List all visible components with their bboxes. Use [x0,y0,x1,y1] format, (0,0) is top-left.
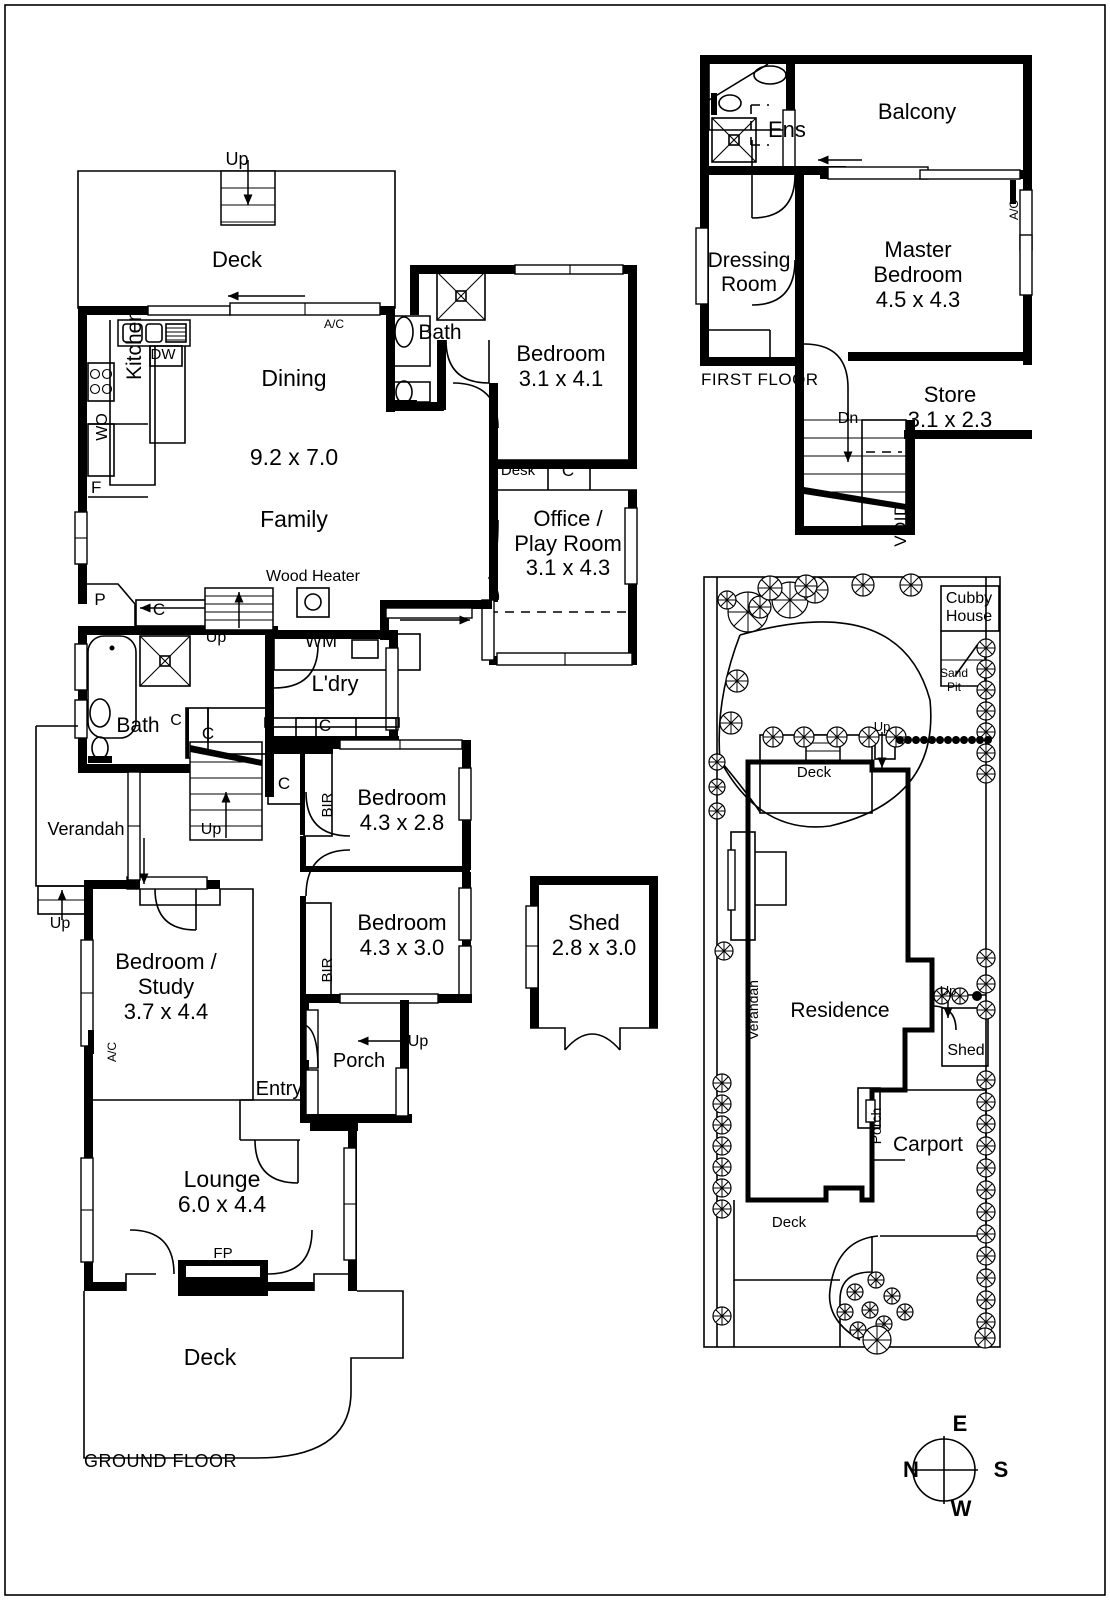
ground-up-stairs-1-label: Up [205,629,227,646]
ground-dining-label: Dining [261,365,327,391]
first-store-dims-label: 3.1 x 2.3 [907,407,993,432]
compass-n-label: N [903,1457,919,1482]
ground-shed-dims-label: 2.8 x 3.0 [551,935,637,960]
first-store-label: Store [923,382,977,407]
ground-study-label: Bedroom / [115,949,217,974]
site-sand-label: Sand [939,666,969,680]
ground-office-dims-label: 3.1 x 4.3 [525,555,611,580]
site-cubby-label: Cubby [945,590,993,607]
first-ac-master-label: A/C [1007,199,1021,221]
ground-fp-label: FP [213,1245,233,1262]
ground-closet-hall-label: C [152,600,166,619]
ground-wo-label: WO [94,413,111,441]
ground-bir-1-label: BIR [319,792,336,818]
site-verandah-label: Verandah [745,980,761,1040]
site-sand-line2-label: Pit [946,680,962,694]
ground-wood-heater-label: Wood Heater [266,568,360,585]
ground-floor-caption: GROUND FLOOR [84,1451,238,1471]
ground-study-line2-label: Study [137,974,195,999]
ground-playroom-label: Play Room [514,531,622,556]
ground-f-label: F [91,478,102,497]
first-floor-caption: FIRST FLOOR [701,370,819,389]
ground-deck-top-label: Deck [211,247,263,272]
site-residence-label: Residence [790,999,890,1022]
ground-closet-3-label: C [318,716,332,735]
ground-family-label: Family [260,506,328,532]
ground-ldry-label: L'dry [311,671,359,696]
ground-lounge-dims-label: 6.0 x 4.4 [177,1191,267,1217]
ground-up-verandah-label: Up [49,915,71,932]
ground-study-dims-label: 3.7 x 4.4 [123,999,209,1024]
site-up-shed-label: Up [939,983,957,998]
ground-up-deck-label: Up [225,149,249,169]
ground-bedroom-2-label: Bedroom [357,785,447,810]
site-porch-label: Porch [868,1107,884,1145]
compass-s-label: S [993,1457,1009,1482]
ground-ac-study-label: A/C [105,1041,119,1063]
compass-w-label: W [950,1496,972,1521]
site-deck-bottom-label: Deck [771,1214,807,1231]
ground-deck-bottom-label: Deck [183,1344,237,1370]
ground-wm-label: WM [305,631,337,651]
ground-closet-desk-label: C [561,461,575,480]
ground-bedroom-3-label: Bedroom [357,910,447,935]
ground-bath-lower-label: Bath [116,714,160,737]
ground-lounge-label: Lounge [183,1166,261,1192]
ground-verandah-label: Verandah [47,819,125,839]
ground-dw-label: DW [150,346,176,363]
ground-bedroom-1-label: Bedroom [516,341,606,366]
ground-closet-1-label: C [170,712,182,729]
site-up-deck-label: Up [873,719,891,734]
first-dressing-line2-label: Room [720,273,778,296]
compass-e-label: E [952,1411,968,1436]
ground-office-label: Office / [533,506,603,531]
first-master-dims-label: 4.5 x 4.3 [875,287,961,312]
ground-desk-label: Desk [500,462,536,479]
first-balcony-label: Balcony [877,99,957,124]
ground-up-porch-label: Up [407,1033,429,1050]
site-deck-top-label: Deck [796,764,832,781]
ground-bath-top-label: Bath [418,321,462,344]
ground-closet-4-label: C [277,774,291,793]
first-ens-label: Ens [768,117,806,142]
first-dn-label: Dn [837,410,859,427]
first-void-label: VOID [891,503,910,547]
ground-bir-2-label: BIR [319,957,336,983]
site-carport-label: Carport [892,1133,964,1156]
ground-closet-2-label: C [201,724,215,743]
ground-up-stairs-2-label: Up [200,821,222,838]
ground-family-dims-label: 9.2 x 7.0 [249,444,339,470]
ground-entry-label: Entry [255,1078,303,1100]
site-shed-label: Shed [947,1042,985,1059]
ground-bedroom-2-dims-label: 4.3 x 2.8 [359,810,445,835]
site-cubby-line2-label: House [945,608,993,625]
first-master-line2-label: Bedroom [873,262,963,287]
ground-pantry-label: P [94,590,106,609]
ground-kitchen-label: Kitchen [123,309,146,381]
ground-bedroom-3-dims-label: 4.3 x 3.0 [359,935,445,960]
ground-ac-dining-label: A/C [323,317,345,331]
first-dressing-label: Dressing [707,249,791,272]
first-master-label: Master [884,237,952,262]
ground-shed-label: Shed [568,910,620,935]
ground-bedroom-1-dims-label: 3.1 x 4.1 [518,366,604,391]
ground-porch-label: Porch [332,1050,386,1072]
